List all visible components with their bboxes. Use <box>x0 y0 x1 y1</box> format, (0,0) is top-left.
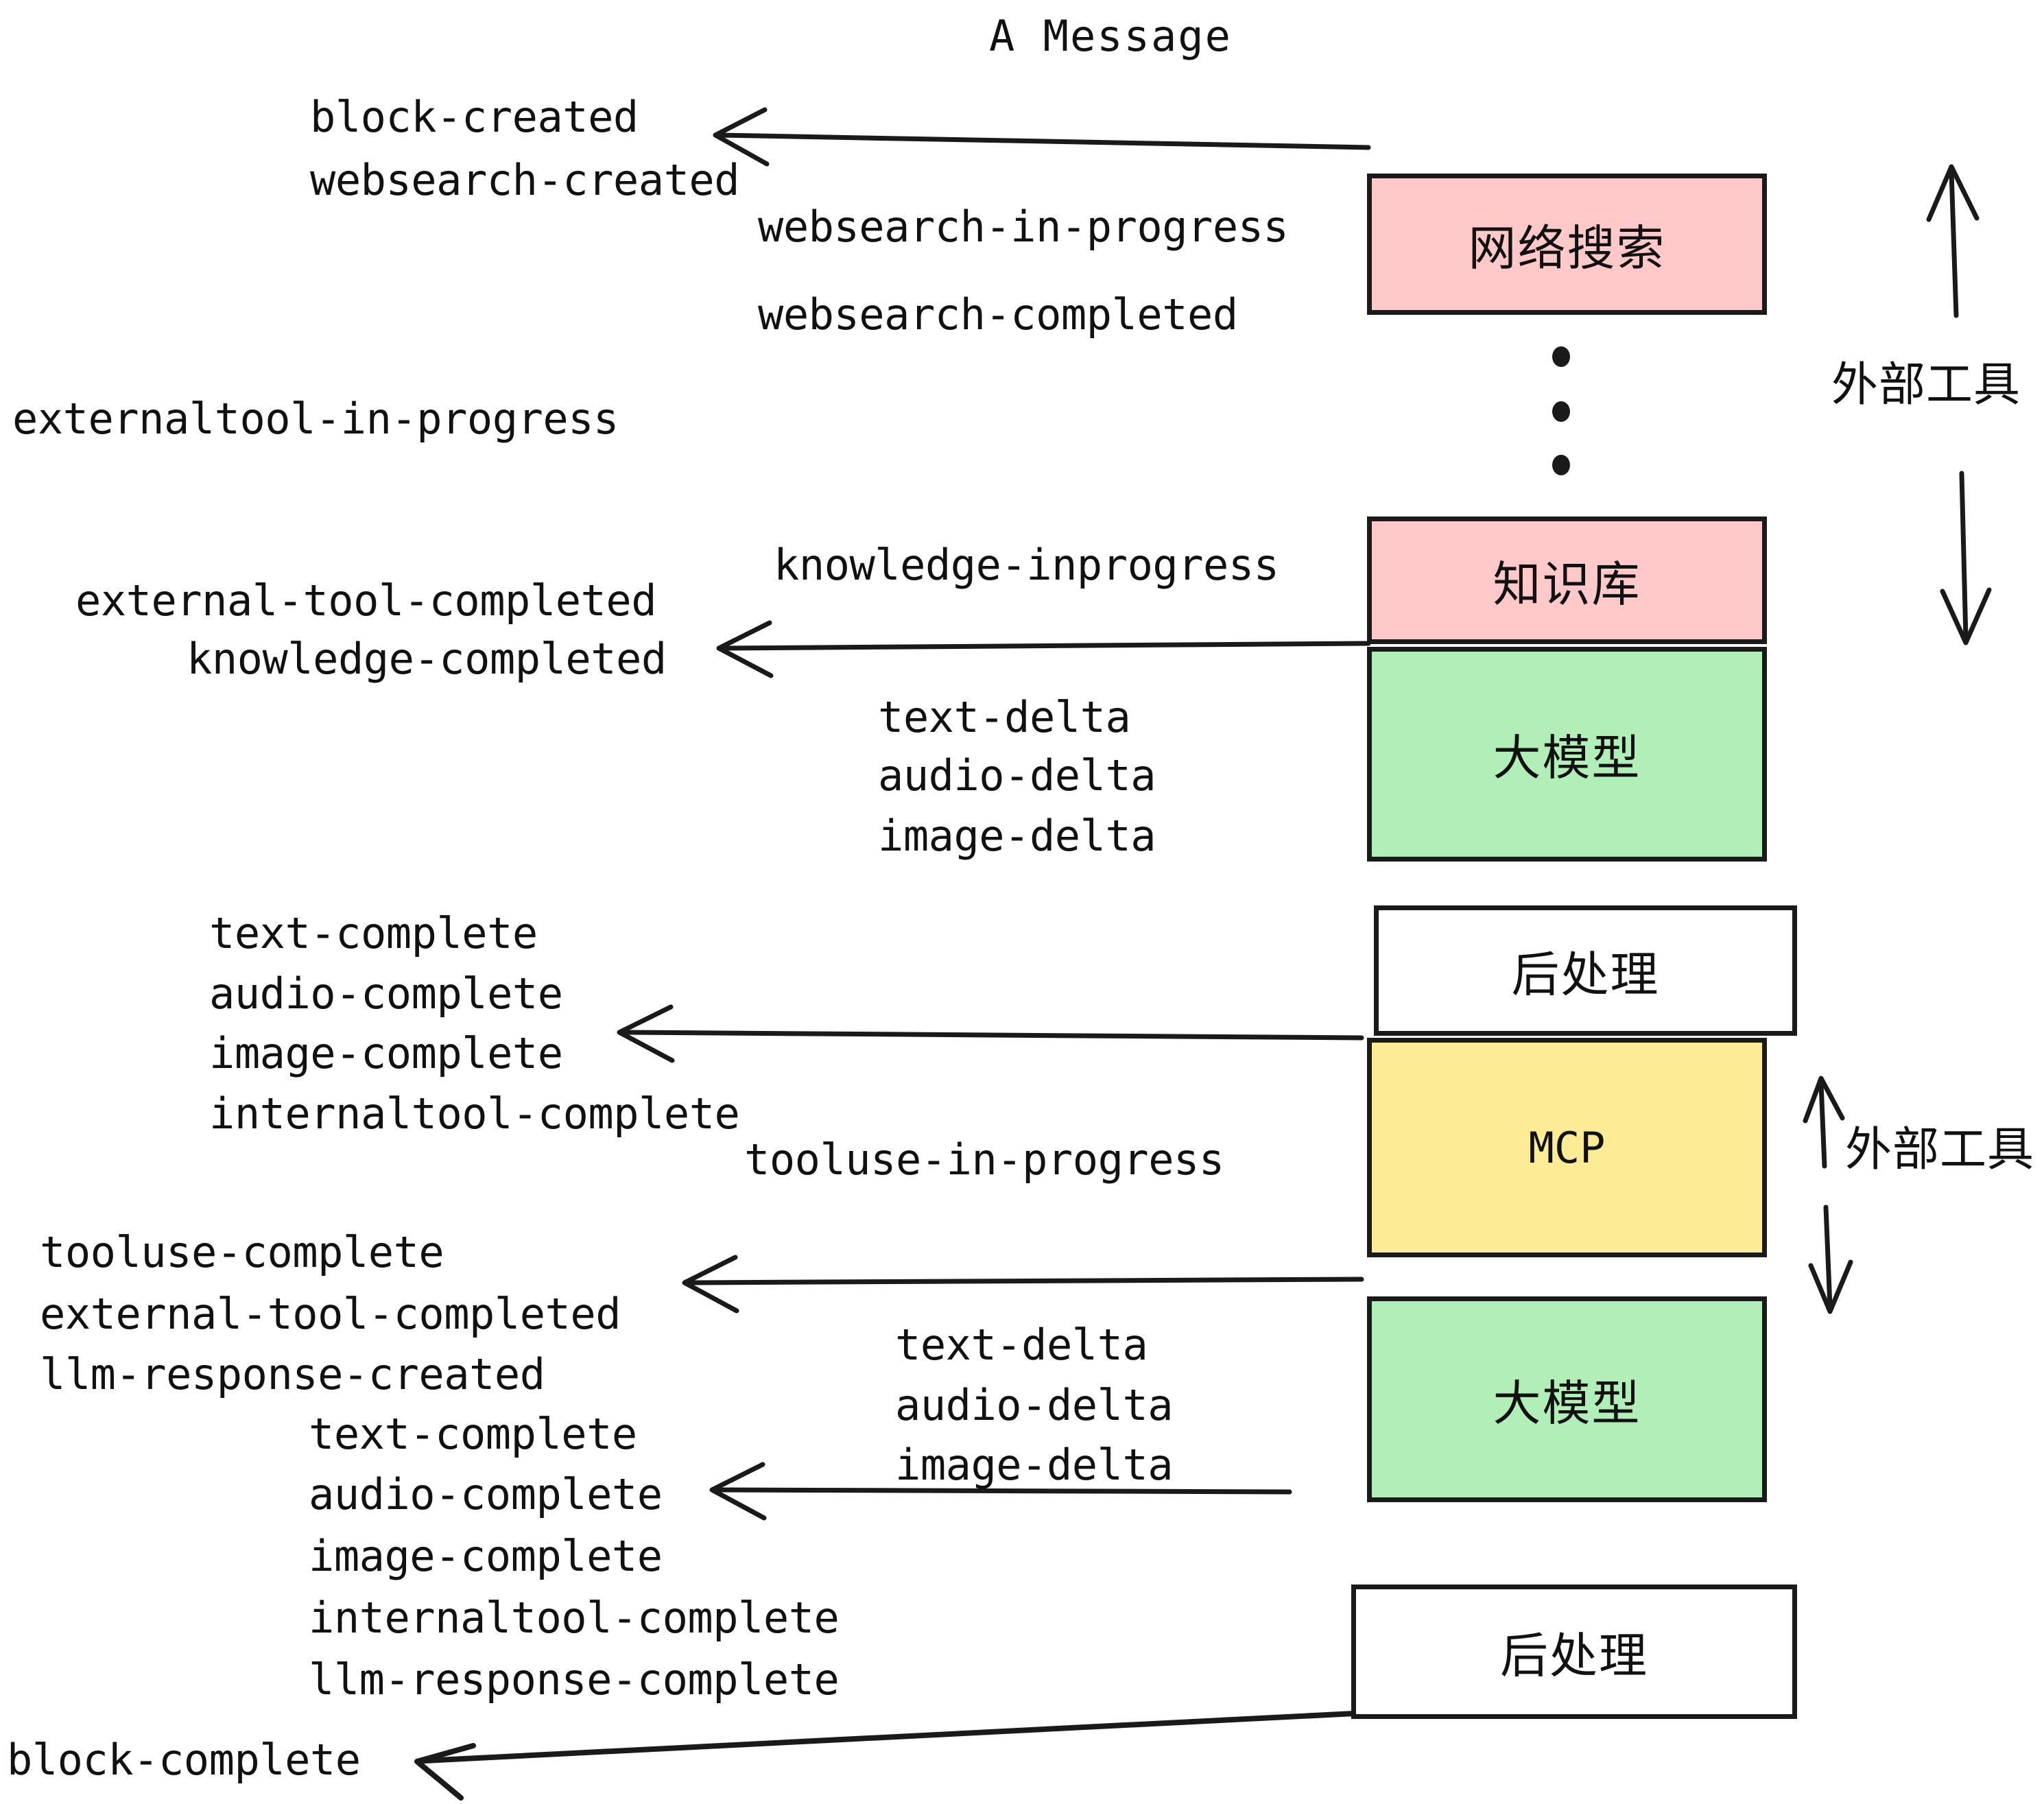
event-external-tool-completed-1: external-tool-completed <box>75 575 657 626</box>
side-label-external-tools-bottom: 外部工具 <box>1845 1123 2035 1177</box>
event-image-complete-1: image-complete <box>209 1028 563 1078</box>
box-llm-top-label: 大模型 <box>1493 730 1641 786</box>
box-knowledge[interactable]: 知识库 <box>1367 517 1767 644</box>
event-internaltool-complete-1: internaltool-complete <box>209 1089 740 1139</box>
arrow-audio-complete <box>709 1462 1292 1521</box>
event-block-complete: block-complete <box>7 1735 361 1785</box>
event-external-tool-completed-2: external-tool-completed <box>40 1289 621 1339</box>
event-block-created: block-created <box>310 92 639 142</box>
box-mcp[interactable]: MCP <box>1367 1038 1767 1257</box>
event-audio-delta-2: audio-delta <box>895 1380 1174 1430</box>
event-llm-response-created: llm-response-created <box>40 1349 545 1399</box>
page-title: A Message <box>989 11 1232 61</box>
box-postprocess-bottom[interactable]: 后处理 <box>1351 1585 1797 1719</box>
double-arrow-external-tools-bottom <box>1803 1076 1853 1314</box>
box-llm-bottom[interactable]: 大模型 <box>1367 1296 1767 1502</box>
box-knowledge-label: 知识库 <box>1493 556 1641 613</box>
event-image-delta-1: image-delta <box>878 811 1156 861</box>
box-postprocess-bottom-label: 后处理 <box>1500 1627 1648 1684</box>
event-audio-complete-1: audio-complete <box>209 969 563 1019</box>
arrow-websearch-created <box>713 107 1371 167</box>
event-text-complete-2: text-complete <box>309 1409 637 1459</box>
box-postprocess-top-label: 后处理 <box>1511 946 1660 1003</box>
arrow-block-complete <box>414 1711 1357 1801</box>
box-llm-bottom-label: 大模型 <box>1493 1375 1641 1432</box>
event-tooluse-complete: tooluse-complete <box>40 1227 444 1277</box>
event-audio-complete-2: audio-complete <box>309 1469 663 1519</box>
double-arrow-external-tools-top <box>1926 164 1992 645</box>
box-postprocess-top[interactable]: 后处理 <box>1374 905 1797 1036</box>
event-audio-delta-1: audio-delta <box>878 750 1156 800</box>
event-text-delta-1: text-delta <box>878 692 1131 742</box>
box-mcp-label: MCP <box>1528 1122 1606 1173</box>
event-tooluse-in-progress: tooluse-in-progress <box>744 1135 1224 1185</box>
side-label-external-tools-top: 外部工具 <box>1831 358 2021 412</box>
event-websearch-completed: websearch-completed <box>758 289 1238 340</box>
arrow-tooluse-complete <box>682 1255 1364 1314</box>
event-knowledge-inprogress: knowledge-inprogress <box>774 540 1279 590</box>
arrow-image-complete <box>617 1004 1364 1063</box>
ellipsis-dot-3 <box>1552 455 1570 475</box>
event-text-complete-1: text-complete <box>209 908 538 958</box>
event-websearch-created: websearch-created <box>310 155 740 205</box>
event-llm-response-complete: llm-response-complete <box>309 1654 840 1705</box>
event-websearch-in-progress: websearch-in-progress <box>758 202 1289 252</box>
arrow-knowledge-completed <box>716 620 1371 678</box>
event-text-delta-2: text-delta <box>895 1320 1148 1370</box>
box-llm-top[interactable]: 大模型 <box>1367 647 1767 862</box>
ellipsis-dot-2 <box>1552 401 1570 422</box>
event-knowledge-completed: knowledge-completed <box>187 634 667 684</box>
event-externaltool-in-progress: externaltool-in-progress <box>12 394 619 444</box>
event-image-complete-2: image-complete <box>309 1531 663 1581</box>
event-internaltool-complete-2: internaltool-complete <box>309 1593 840 1643</box>
ellipsis-dot-1 <box>1552 346 1570 367</box>
box-websearch-label: 网络搜索 <box>1468 219 1666 276</box>
box-websearch[interactable]: 网络搜索 <box>1367 174 1767 315</box>
event-image-delta-2: image-delta <box>895 1440 1174 1490</box>
